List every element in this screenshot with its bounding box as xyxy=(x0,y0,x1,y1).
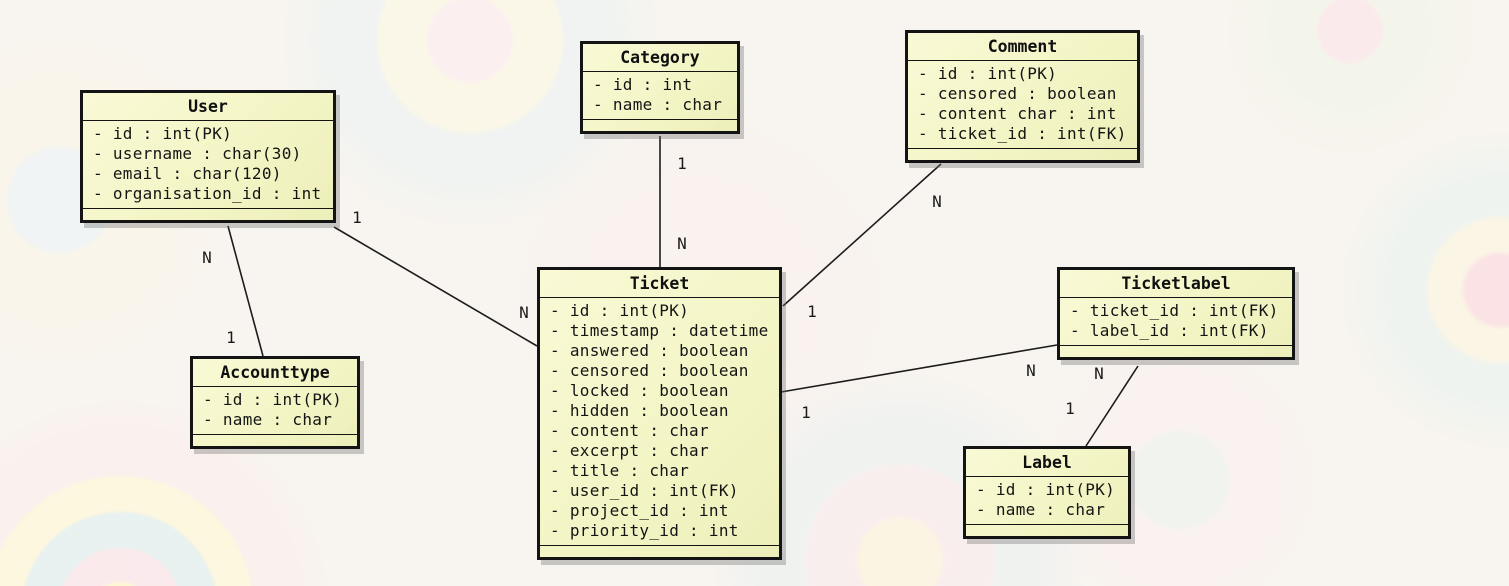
entity-footer xyxy=(583,119,737,131)
entity-accounttype: Accounttype - id : int(PK) - name : char xyxy=(190,356,360,449)
relationship-line-user-accounttype xyxy=(227,225,264,357)
entity-field: - name : char xyxy=(976,500,1106,519)
cardinality-label: 1 xyxy=(801,403,811,422)
cardinality-label: 1 xyxy=(807,302,817,321)
entity-field: - id : int(PK) xyxy=(203,390,343,409)
cardinality-label: N xyxy=(1094,364,1104,383)
entity-ticket-title: Ticket xyxy=(540,270,779,298)
relationship-line-comment-ticket xyxy=(782,163,942,307)
entity-field: - user_id : int(FK) xyxy=(550,481,739,500)
entity-field: - answered : boolean xyxy=(550,341,749,360)
cardinality-label: N xyxy=(519,303,529,322)
cardinality-label: N xyxy=(677,234,687,253)
entity-field: - hidden : boolean xyxy=(550,401,729,420)
cardinality-label: 1 xyxy=(352,208,362,227)
cardinality-label: 1 xyxy=(1065,399,1075,418)
cardinality-label: N xyxy=(932,192,942,211)
entity-comment: Comment - id : int(PK) - censored : bool… xyxy=(905,30,1140,163)
entity-footer xyxy=(540,545,779,557)
entity-footer xyxy=(966,524,1128,536)
entity-label-title: Label xyxy=(966,449,1128,477)
entity-comment-title: Comment xyxy=(908,33,1137,61)
cardinality-label: N xyxy=(1026,361,1036,380)
entity-field: - censored : boolean xyxy=(918,84,1117,103)
relationship-line-ticket-ticketlabel xyxy=(780,344,1058,393)
entity-field: - id : int(PK) xyxy=(976,480,1116,499)
entity-user-title: User xyxy=(83,93,333,121)
entity-field: - username : char(30) xyxy=(93,144,302,163)
entity-field: - organisation_id : int xyxy=(93,184,322,203)
entity-accounttype-fields: - id : int(PK) - name : char xyxy=(193,387,357,434)
entity-accounttype-title: Accounttype xyxy=(193,359,357,387)
entity-field: - content : char xyxy=(550,421,709,440)
entity-field: - id : int(PK) xyxy=(918,64,1058,83)
entity-footer xyxy=(83,208,333,220)
entity-category-fields: - id : int - name : char xyxy=(583,72,737,119)
cardinality-label: 1 xyxy=(677,154,687,173)
entity-footer xyxy=(1060,345,1292,357)
entity-field: - id : int(PK) xyxy=(550,301,690,320)
entity-field: - priority_id : int xyxy=(550,521,739,540)
entity-field: - locked : boolean xyxy=(550,381,729,400)
entity-field: - email : char(120) xyxy=(93,164,282,183)
entity-label-fields: - id : int(PK) - name : char xyxy=(966,477,1128,524)
entity-field: - name : char xyxy=(593,95,723,114)
entity-field: - ticket_id : int(FK) xyxy=(1070,301,1279,320)
entity-field: - title : char xyxy=(550,461,690,480)
entity-ticket: Ticket - id : int(PK) - timestamp : date… xyxy=(537,267,782,560)
entity-field: - project_id : int xyxy=(550,501,729,520)
entity-footer xyxy=(908,148,1137,160)
entity-field: - content char : int xyxy=(918,104,1117,123)
entity-ticket-fields: - id : int(PK) - timestamp : datetime - … xyxy=(540,298,779,545)
entity-field: - censored : boolean xyxy=(550,361,749,380)
entity-field: - label_id : int(FK) xyxy=(1070,321,1269,340)
entity-ticketlabel-title: Ticketlabel xyxy=(1060,270,1292,298)
entity-comment-fields: - id : int(PK) - censored : boolean - co… xyxy=(908,61,1137,148)
entity-ticketlabel-fields: - ticket_id : int(FK) - label_id : int(F… xyxy=(1060,298,1292,345)
entity-user: User - id : int(PK) - username : char(30… xyxy=(80,90,336,223)
cardinality-label: 1 xyxy=(226,328,236,347)
cardinality-label: N xyxy=(202,248,212,267)
relationship-line-user-ticket xyxy=(333,226,538,347)
entity-field: - id : int(PK) xyxy=(93,124,233,143)
entity-ticketlabel: Ticketlabel - ticket_id : int(FK) - labe… xyxy=(1057,267,1295,360)
entity-field: - ticket_id : int(FK) xyxy=(918,124,1127,143)
entity-field: - name : char xyxy=(203,410,333,429)
entity-user-fields: - id : int(PK) - username : char(30) - e… xyxy=(83,121,333,208)
relationship-line-ticketlabel-label xyxy=(1085,365,1139,447)
entity-field: - id : int xyxy=(593,75,693,94)
entity-footer xyxy=(193,434,357,446)
entity-label: Label - id : int(PK) - name : char xyxy=(963,446,1131,539)
entity-category: Category - id : int - name : char xyxy=(580,41,740,134)
entity-field: - timestamp : datetime xyxy=(550,321,769,340)
entity-field: - excerpt : char xyxy=(550,441,709,460)
entity-category-title: Category xyxy=(583,44,737,72)
